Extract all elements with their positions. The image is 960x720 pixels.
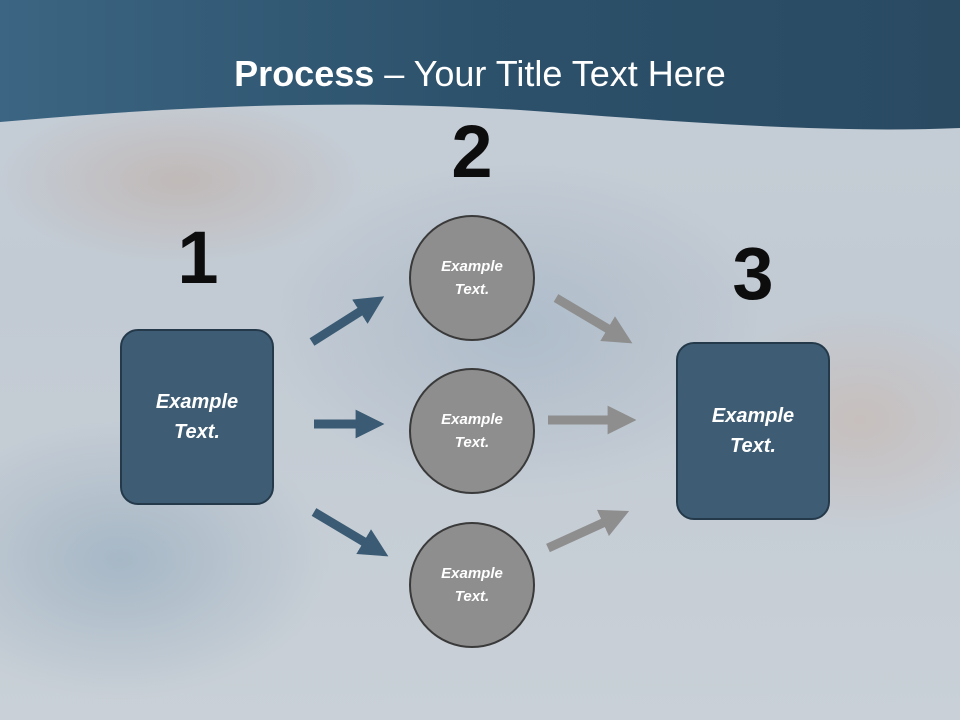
step-2-circle-bottom: Example Text. xyxy=(409,522,535,648)
step-2-circle-middle: Example Text. xyxy=(409,368,535,494)
page-title: Process – Your Title Text Here xyxy=(0,52,960,96)
circle-middle-text: Example Text. xyxy=(441,411,503,451)
step-number-3: 3 xyxy=(732,232,774,315)
circle-bottom-text: Example Text. xyxy=(441,565,503,605)
title-banner-wave xyxy=(0,0,960,130)
title-bold: Process xyxy=(234,53,375,94)
step-1-box: Example Text. xyxy=(120,329,274,505)
arrow-box1-to-circle-bottom xyxy=(311,508,389,557)
arrow-circle-bottom-to-box3 xyxy=(546,509,630,553)
title-banner: Process – Your Title Text Here xyxy=(0,0,960,140)
circle-top-text: Example Text. xyxy=(441,258,503,298)
step-2-circle-top: Example Text. xyxy=(409,215,535,341)
step-number-2: 2 xyxy=(451,110,493,193)
step-number-1: 1 xyxy=(177,216,219,299)
arrow-circle-top-to-box3 xyxy=(553,294,633,344)
title-rest: – Your Title Text Here xyxy=(374,53,726,94)
step-1-text: Example Text. xyxy=(155,391,239,443)
arrow-box1-to-circle-top xyxy=(309,296,385,346)
step-3-text: Example Text. xyxy=(711,405,795,457)
step-3-box: Example Text. xyxy=(676,342,830,520)
